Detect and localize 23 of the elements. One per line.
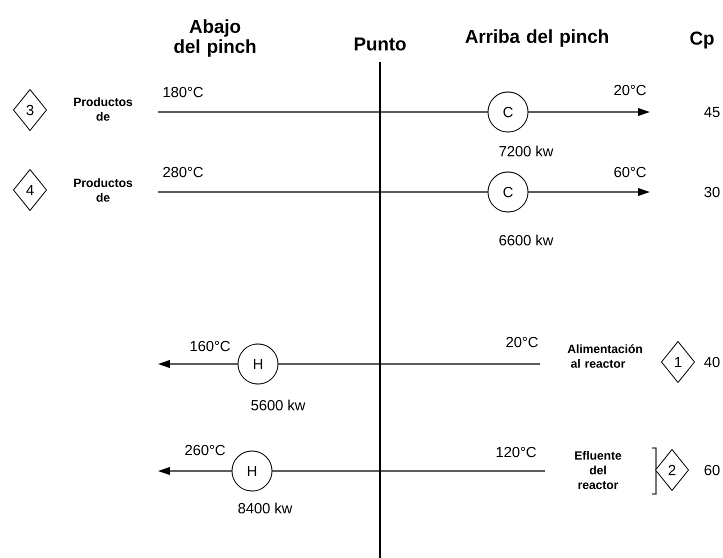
value-label: 60 <box>704 464 720 476</box>
value-label: 30 <box>704 186 720 198</box>
column-heading: Arriba del pinch <box>465 29 608 47</box>
temperature-label: 60°C <box>612 165 648 179</box>
duty-label: 5600 kw <box>251 400 306 410</box>
stream-name: Alimentación al reactor <box>568 344 642 368</box>
temperature-label: 20°C <box>612 83 648 97</box>
stream-name: Productos de <box>74 97 132 121</box>
column-heading: Abajo del pinch <box>174 19 256 57</box>
temperature-label: 120°C <box>494 445 538 459</box>
temperature-label: 280°C <box>161 165 205 179</box>
stream-name: Efluente del reactor <box>575 450 622 490</box>
column-heading: Cp <box>690 32 714 48</box>
duty-label: 6600 kw <box>499 234 554 246</box>
duty-label: 7200 kw <box>499 146 554 156</box>
stream-name: Productos de <box>74 178 132 202</box>
temperature-label: 180°C <box>161 85 205 99</box>
column-heading: Punto <box>354 38 406 51</box>
temperature-label: 20°C <box>504 335 540 349</box>
duty-label: 8400 kw <box>238 502 292 514</box>
value-label: 45 <box>704 106 720 118</box>
temperature-label: 260°C <box>183 443 227 457</box>
temperature-label: 160°C <box>188 339 232 353</box>
